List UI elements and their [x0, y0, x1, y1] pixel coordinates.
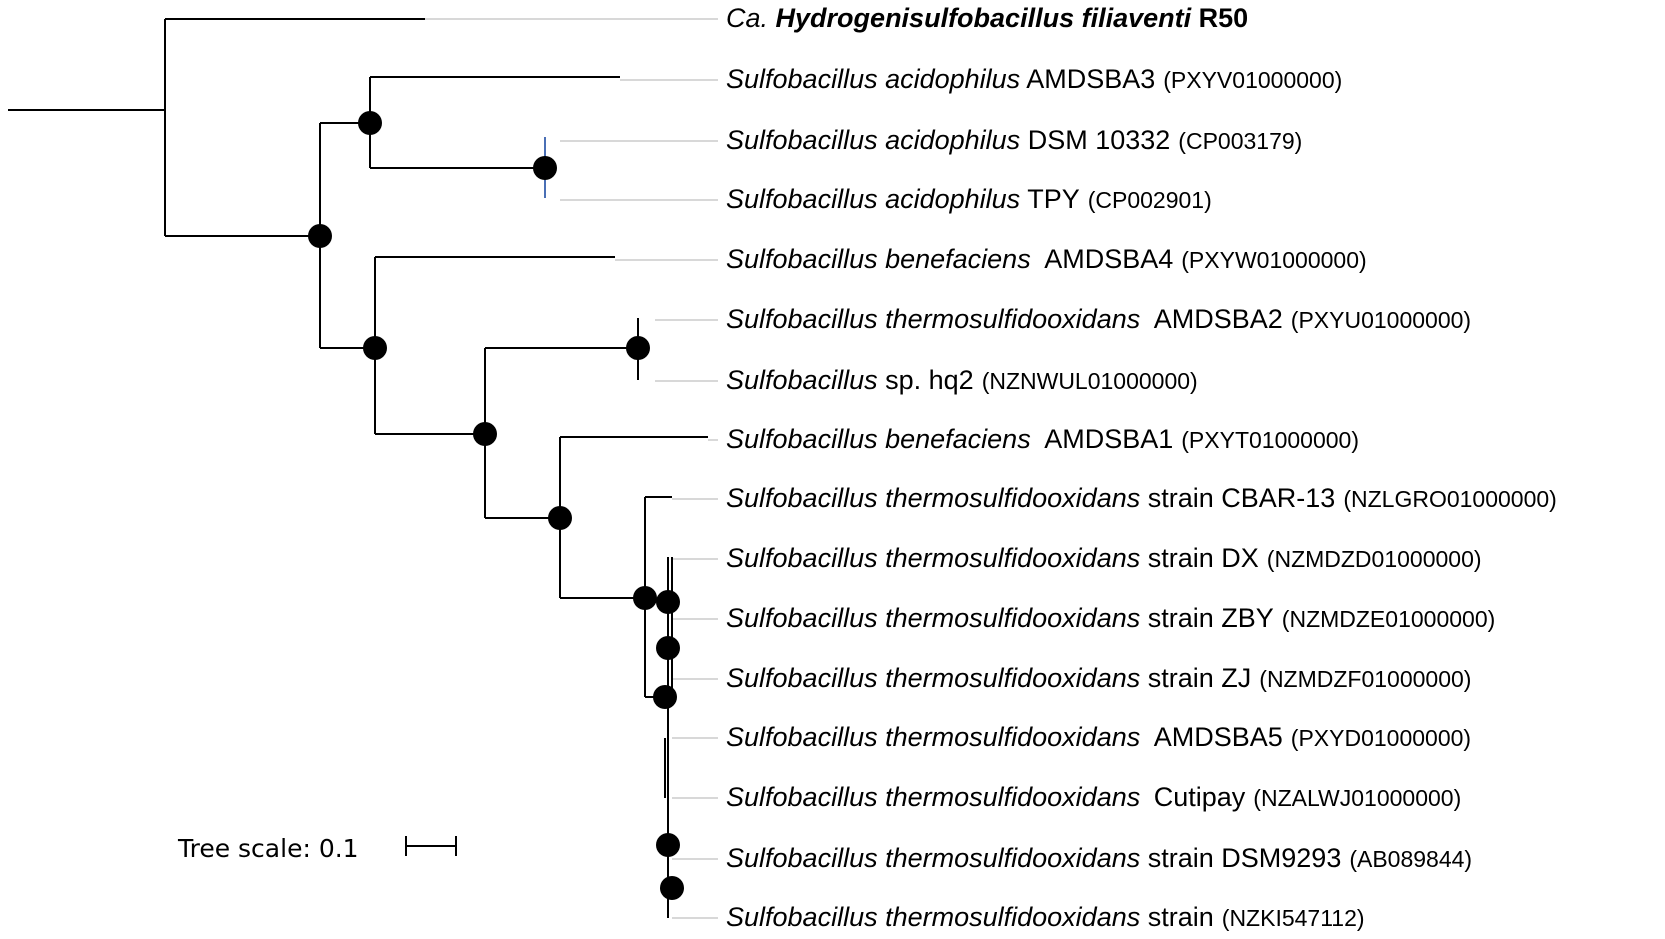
- leaf-strain: TPY: [1027, 184, 1080, 214]
- leaf-accession: (PXYT01000000): [1181, 427, 1359, 453]
- leaf-accession: (NZKI547112): [1221, 905, 1365, 931]
- leaf-accession: (NZMDZE01000000): [1281, 606, 1496, 632]
- tree-node-dot: [653, 685, 677, 709]
- leaf-strain: strain DSM9293: [1147, 843, 1342, 873]
- leaf-strain: strain CBAR-13: [1147, 483, 1336, 513]
- leaf-strain: Cutipay: [1153, 782, 1246, 812]
- leaf-species: Sulfobacillus thermosulfidooxidans: [726, 603, 1141, 633]
- leaf-label: Sulfobacillus thermosulfidooxidans AMDSB…: [726, 724, 1471, 751]
- leaf-label: Sulfobacillus acidophilus TPY (CP002901): [726, 186, 1212, 213]
- leaf-species: Sulfobacillus thermosulfidooxidans: [726, 782, 1141, 812]
- tree-scale-label: Tree scale: 0.1: [178, 834, 359, 863]
- leaf-label: Sulfobacillus thermosulfidooxidans strai…: [726, 845, 1472, 872]
- leaf-species: Sulfobacillus thermosulfidooxidans: [726, 543, 1141, 573]
- tree-node-dot: [656, 833, 680, 857]
- leaf-strain: AMDSBA5: [1153, 722, 1283, 752]
- leaf-strain: sp. hq2: [885, 365, 974, 395]
- leaf-label: Sulfobacillus thermosulfidooxidans strai…: [726, 904, 1365, 931]
- leaf-species: Sulfobacillus thermosulfidooxidans: [726, 902, 1141, 932]
- tree-node-dot: [363, 336, 387, 360]
- leaf-strain: DSM 10332: [1027, 125, 1171, 155]
- leaf-label: Sulfobacillus sp. hq2 (NZNWUL01000000): [726, 367, 1198, 394]
- leaf-species: Sulfobacillus thermosulfidooxidans: [726, 304, 1141, 334]
- leaf-strain: AMDSBA3: [1026, 64, 1156, 94]
- tree-node-dot: [633, 586, 657, 610]
- leaf-label: Sulfobacillus thermosulfidooxidans strai…: [726, 605, 1495, 632]
- leaf-accession: (PXYV01000000): [1163, 67, 1343, 93]
- leaf-accession: (AB089844): [1349, 846, 1473, 872]
- leaf-strain: strain: [1147, 902, 1214, 932]
- tree-node-dot: [548, 506, 572, 530]
- leaf-accession: (PXYD01000000): [1290, 725, 1472, 751]
- leaf-label: Sulfobacillus thermosulfidooxidans strai…: [726, 545, 1482, 572]
- leaf-label: Sulfobacillus thermosulfidooxidans AMDSB…: [726, 306, 1471, 333]
- leaf-accession: (CP003179): [1178, 128, 1303, 154]
- tree-node-dot: [358, 111, 382, 135]
- leaf-species: Sulfobacillus benefaciens: [726, 424, 1031, 454]
- tree-node-dot: [473, 422, 497, 446]
- leaf-label: Sulfobacillus thermosulfidooxidans strai…: [726, 665, 1471, 692]
- leaf-accession: (CP002901): [1087, 187, 1212, 213]
- leaf-accession: (NZMDZD01000000): [1266, 546, 1482, 572]
- leaf-label: Sulfobacillus thermosulfidooxidans Cutip…: [726, 784, 1461, 811]
- leaf-prefix: Ca.: [726, 3, 769, 33]
- leaf-strain: AMDSBA2: [1153, 304, 1283, 334]
- leaf-accession: (PXYW01000000): [1181, 247, 1367, 273]
- leaf-accession: (PXYU01000000): [1290, 307, 1472, 333]
- tree-node-dot: [533, 156, 557, 180]
- leaf-species: Sulfobacillus thermosulfidooxidans: [726, 722, 1141, 752]
- leaf-strain: strain ZJ: [1147, 663, 1252, 693]
- tree-node-dot: [656, 636, 680, 660]
- leaf-label: Sulfobacillus acidophilus AMDSBA3 (PXYV01…: [726, 66, 1342, 93]
- leaf-strain: strain ZBY: [1147, 603, 1274, 633]
- leaf-label: Sulfobacillus thermosulfidooxidans strai…: [726, 485, 1557, 512]
- leaf-species: Sulfobacillus thermosulfidooxidans: [726, 663, 1141, 693]
- leaf-label: Sulfobacillus benefaciens AMDSBA4 (PXYW01…: [726, 246, 1367, 273]
- leaf-label: Sulfobacillus benefaciens AMDSBA1 (PXYT01…: [726, 426, 1359, 453]
- leaf-species: Sulfobacillus acidophilus: [726, 125, 1021, 155]
- leaf-accession: (NZLGRO01000000): [1343, 486, 1557, 512]
- leaf-accession: (NZMDZF01000000): [1259, 666, 1472, 692]
- tree-node-dot: [660, 876, 684, 900]
- tree-node-dot: [308, 224, 332, 248]
- tree-node-dot: [656, 590, 680, 614]
- leaf-strain: AMDSBA1: [1044, 424, 1174, 454]
- leaf-species: Sulfobacillus benefaciens: [726, 244, 1031, 274]
- leaf-species: Sulfobacillus thermosulfidooxidans: [726, 843, 1141, 873]
- leaf-strain: R50: [1198, 3, 1249, 33]
- leaf-species: Sulfobacillus acidophilus: [726, 64, 1021, 94]
- leaf-accession: (NZALWJ01000000): [1253, 785, 1462, 811]
- bootstrap-nodes: [308, 111, 684, 900]
- leaf-species: Sulfobacillus thermosulfidooxidans: [726, 483, 1141, 513]
- leaf-accession: (NZNWUL01000000): [981, 368, 1198, 394]
- leaf-strain: AMDSBA4: [1044, 244, 1174, 274]
- leaf-species: Sulfobacillus: [726, 365, 878, 395]
- leaf-label: Ca. Hydrogenisulfobacillus filiaventi R5…: [726, 5, 1248, 32]
- tree-node-dot: [626, 336, 650, 360]
- leaf-strain: strain DX: [1147, 543, 1259, 573]
- leaf-species: Sulfobacillus acidophilus: [726, 184, 1021, 214]
- leaf-label: Sulfobacillus acidophilus DSM 10332 (CP00…: [726, 127, 1302, 154]
- tree-branches: [8, 18, 708, 918]
- leaf-species: Hydrogenisulfobacillus filiaventi: [775, 3, 1192, 33]
- leaf-guide-lines: [425, 18, 718, 919]
